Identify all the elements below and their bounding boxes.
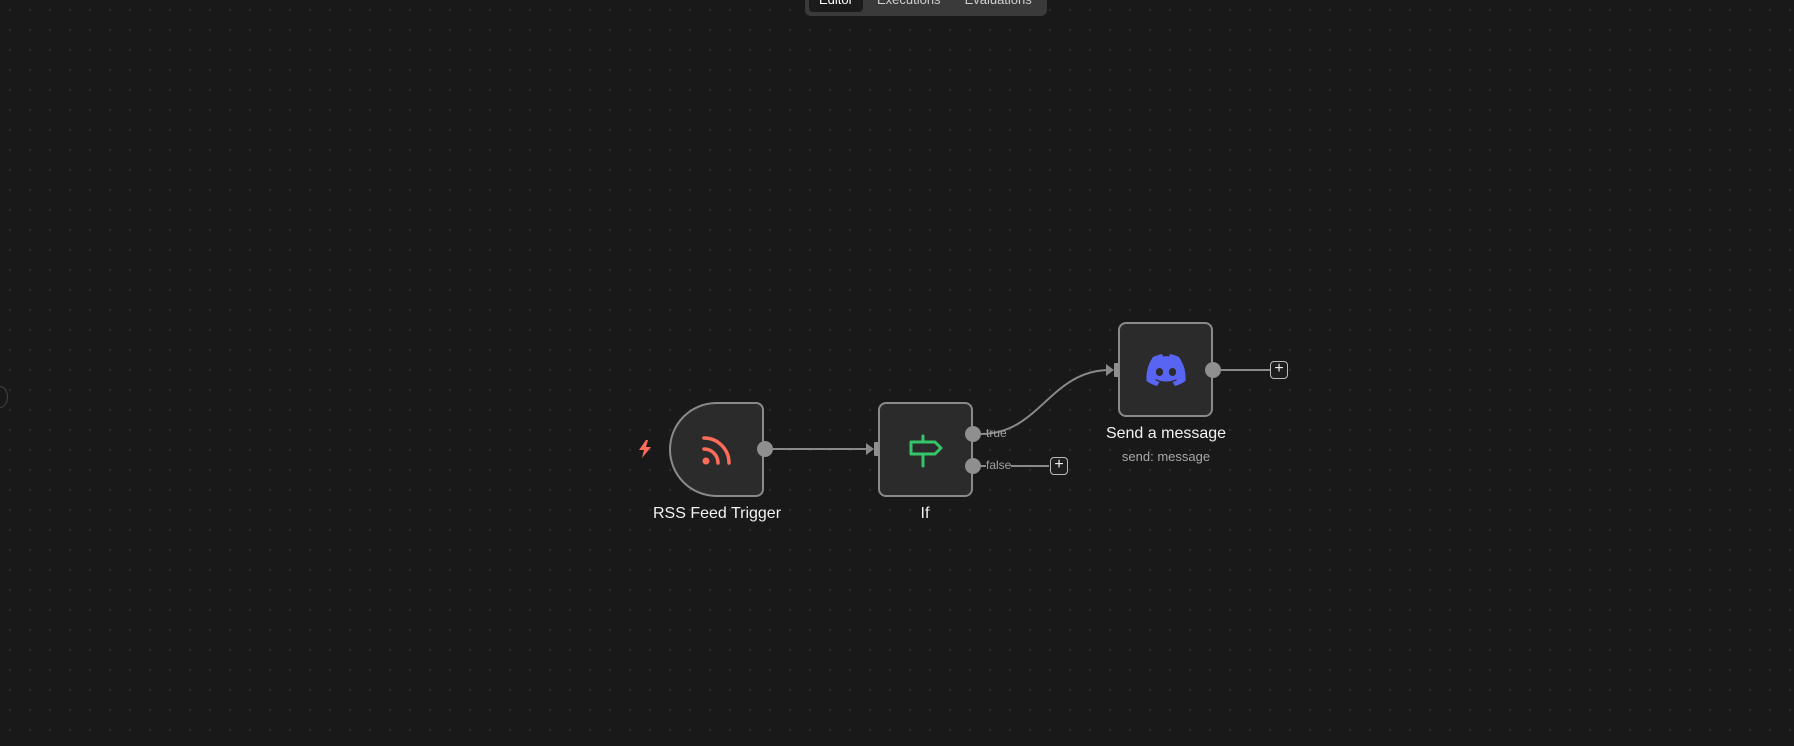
if-input-port[interactable]: [874, 442, 881, 456]
edge-if-true-discord: [980, 369, 1111, 435]
port-label-true: true: [986, 426, 1007, 440]
node-label: If: [920, 505, 930, 522]
discord-output-port[interactable]: [1205, 362, 1221, 378]
node-send-a-message[interactable]: [1118, 322, 1213, 417]
rss-output-port[interactable]: [757, 441, 773, 457]
edge-arrow: [1106, 364, 1114, 376]
node-rss-feed-trigger[interactable]: [669, 402, 764, 497]
node-if[interactable]: [878, 402, 973, 497]
tab-evaluations[interactable]: Evaluations: [955, 0, 1042, 12]
discord-icon: [1145, 353, 1186, 386]
tab-editor[interactable]: Editor: [809, 0, 863, 12]
signpost-icon: [909, 434, 942, 467]
rss-icon: [701, 435, 731, 465]
node-subtitle: send: message: [1121, 449, 1211, 464]
tab-executions[interactable]: Executions: [867, 0, 951, 12]
discord-input-port[interactable]: [1114, 363, 1121, 377]
node-label: Send a message: [1105, 425, 1227, 442]
if-true-port[interactable]: [965, 426, 981, 442]
node-label: RSS Feed Trigger: [652, 505, 782, 522]
view-tabs: Editor Executions Evaluations: [805, 0, 1047, 16]
trigger-bolt-icon: [639, 440, 651, 458]
edge-arrow: [866, 443, 874, 455]
add-node-button[interactable]: +: [1270, 361, 1288, 379]
add-node-false-button[interactable]: +: [1050, 457, 1068, 475]
port-label-false: false: [986, 458, 1012, 472]
if-false-port[interactable]: [965, 458, 981, 474]
